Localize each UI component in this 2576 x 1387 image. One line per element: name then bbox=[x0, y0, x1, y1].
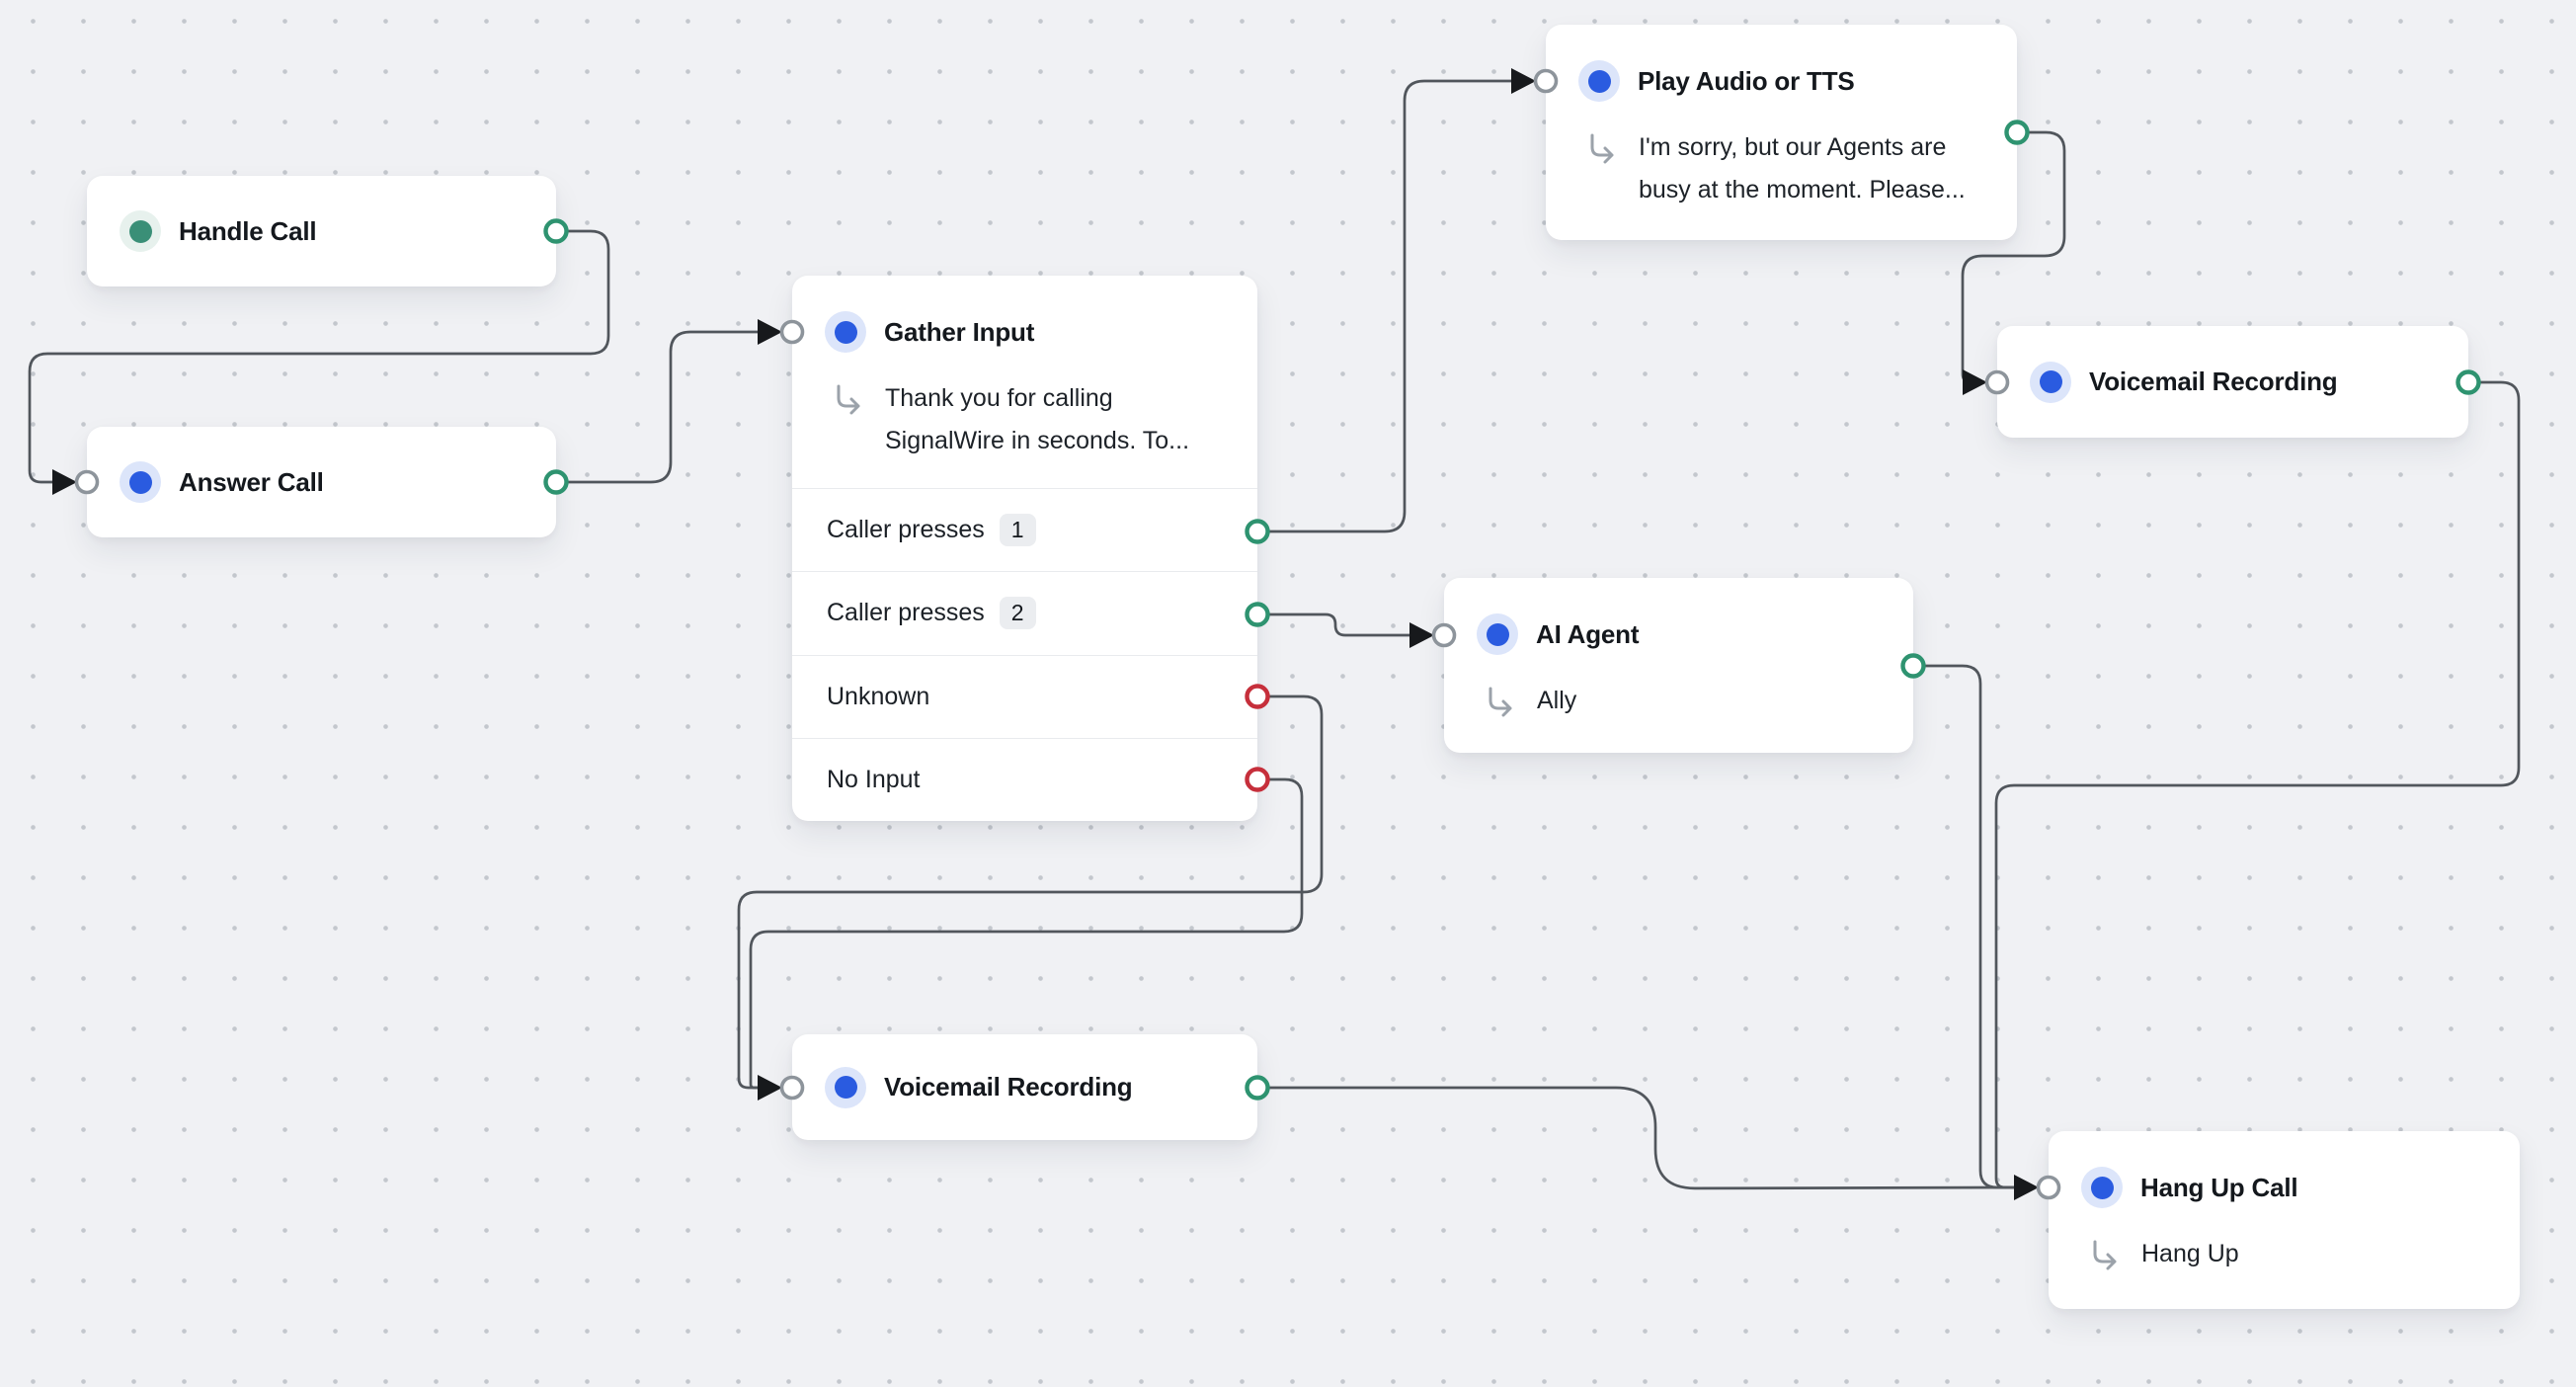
green-dot-icon-dot bbox=[128, 219, 152, 243]
hang-up-call-title: Hang Up Call bbox=[2140, 1172, 2298, 1202]
voicemail-recording-top-in-port[interactable] bbox=[1984, 369, 2010, 395]
answer-call-node[interactable]: Answer Call bbox=[87, 427, 556, 537]
play-audio-or-tts-subtitle: I'm sorry, but our Agents are busy at the… bbox=[1585, 126, 1989, 211]
green-dot-icon bbox=[120, 210, 161, 252]
hang-up-call-subtitle-line: Hang Up bbox=[2141, 1240, 2239, 1267]
play-audio-or-tts-header: Play Audio or TTS bbox=[1546, 25, 2017, 137]
gather-input-subtitle-line: SignalWire in seconds. To... bbox=[885, 427, 1190, 454]
blue-dot-icon-dot bbox=[128, 470, 152, 494]
play-audio-or-tts-subtitle-line: busy at the moment. Please... bbox=[1639, 176, 1966, 204]
answer-call-title: Answer Call bbox=[179, 466, 324, 497]
answer-call-header: Answer Call bbox=[87, 427, 556, 537]
redirect-arrow-icon bbox=[2093, 1240, 2117, 1270]
handle-call-node[interactable]: Handle Call bbox=[87, 176, 556, 286]
row-label: Unknown bbox=[827, 682, 930, 710]
ai-agent-title: AI Agent bbox=[1536, 618, 1640, 649]
gather-input-out-port[interactable] bbox=[1245, 684, 1270, 709]
voicemail-recording-top-out-port[interactable] bbox=[2455, 369, 2481, 395]
play-audio-or-tts-subtitle-text: I'm sorry, but our Agents are busy at the… bbox=[1639, 126, 1966, 211]
gather-input-subtitle-line: Thank you for calling bbox=[885, 384, 1113, 412]
voicemail-recording-bottom-node[interactable]: Voicemail Recording bbox=[792, 1034, 1257, 1140]
gather-input-out-port[interactable] bbox=[1245, 519, 1270, 544]
play-audio-or-tts-node[interactable]: Play Audio or TTS I'm sorry, but our Agen… bbox=[1546, 25, 2017, 240]
ai-agent-subtitle: Ally bbox=[1484, 680, 1886, 722]
play-audio-or-tts-title: Play Audio or TTS bbox=[1638, 65, 1855, 96]
hang-up-call-header: Hang Up Call bbox=[2049, 1131, 2520, 1244]
ai-agent-out-port[interactable] bbox=[1900, 653, 1926, 679]
ai-agent-subtitle-text: Ally bbox=[1537, 680, 1576, 722]
blue-dot-icon-dot bbox=[2039, 370, 2062, 393]
ai-agent-in-port[interactable] bbox=[1431, 622, 1457, 648]
blue-dot-icon bbox=[2081, 1167, 2123, 1208]
gather-input-row-no-input[interactable]: No Input bbox=[792, 737, 1257, 821]
gather-input-in-port[interactable] bbox=[779, 319, 805, 345]
answer-call-in-port[interactable] bbox=[74, 469, 100, 495]
answer-call-out-port[interactable] bbox=[543, 469, 569, 495]
voicemail-recording-top-header: Voicemail Recording bbox=[1997, 326, 2468, 438]
handle-call-title: Handle Call bbox=[179, 215, 317, 246]
handle-call-out-port[interactable] bbox=[543, 218, 569, 244]
blue-dot-icon bbox=[2030, 361, 2071, 403]
gather-input-out-port[interactable] bbox=[1245, 602, 1270, 627]
voicemail-recording-bottom-in-port[interactable] bbox=[779, 1075, 805, 1101]
gather-input-title: Gather Input bbox=[884, 316, 1035, 347]
play-audio-or-tts-out-port[interactable] bbox=[2004, 120, 2030, 145]
blue-dot-icon-dot bbox=[2090, 1176, 2114, 1199]
play-audio-or-tts-in-port[interactable] bbox=[1533, 68, 1559, 94]
key-badge: 2 bbox=[999, 597, 1036, 630]
gather-input-out-port[interactable] bbox=[1245, 767, 1270, 792]
voicemail-recording-bottom-header: Voicemail Recording bbox=[792, 1034, 1257, 1140]
row-label: No Input bbox=[827, 765, 921, 793]
gather-input-header: Gather Input bbox=[792, 276, 1257, 388]
blue-dot-icon bbox=[1578, 60, 1620, 102]
play-audio-or-tts-subtitle-line: I'm sorry, but our Agents are bbox=[1639, 133, 1947, 161]
row-label: Caller presses bbox=[827, 516, 985, 544]
blue-dot-icon bbox=[120, 461, 161, 503]
blue-dot-icon-dot bbox=[834, 320, 857, 344]
handle-call-header: Handle Call bbox=[87, 176, 556, 286]
blue-dot-icon bbox=[825, 1066, 866, 1108]
hang-up-call-subtitle: Hang Up bbox=[2088, 1233, 2492, 1275]
gather-input-row-caller-presses-2[interactable]: Caller presses 2 bbox=[792, 571, 1257, 654]
blue-dot-icon bbox=[825, 311, 866, 353]
ai-agent-header: AI Agent bbox=[1444, 578, 1913, 691]
voicemail-recording-bottom-title: Voicemail Recording bbox=[884, 1072, 1133, 1101]
hang-up-call-subtitle-text: Hang Up bbox=[2141, 1233, 2239, 1275]
voicemail-recording-top-title: Voicemail Recording bbox=[2089, 367, 2338, 396]
ai-agent-subtitle-line: Ally bbox=[1537, 687, 1577, 714]
gather-input-row-unknown[interactable]: Unknown bbox=[792, 654, 1257, 738]
redirect-arrow-icon bbox=[1590, 133, 1614, 164]
hang-up-call-in-port[interactable] bbox=[2036, 1175, 2061, 1200]
redirect-arrow-icon bbox=[1489, 687, 1512, 717]
blue-dot-icon-dot bbox=[834, 1076, 857, 1099]
blue-dot-icon-dot bbox=[1587, 69, 1611, 93]
row-label: Caller presses bbox=[827, 599, 985, 627]
redirect-arrow-icon bbox=[837, 384, 860, 415]
blue-dot-icon bbox=[1477, 613, 1518, 655]
voicemail-recording-top-node[interactable]: Voicemail Recording bbox=[1997, 326, 2468, 438]
voicemail-recording-bottom-out-port[interactable] bbox=[1245, 1075, 1270, 1101]
blue-dot-icon-dot bbox=[1486, 622, 1509, 646]
gather-input-row-caller-presses-1[interactable]: Caller presses 1 bbox=[792, 489, 1257, 571]
key-badge: 1 bbox=[999, 514, 1036, 547]
